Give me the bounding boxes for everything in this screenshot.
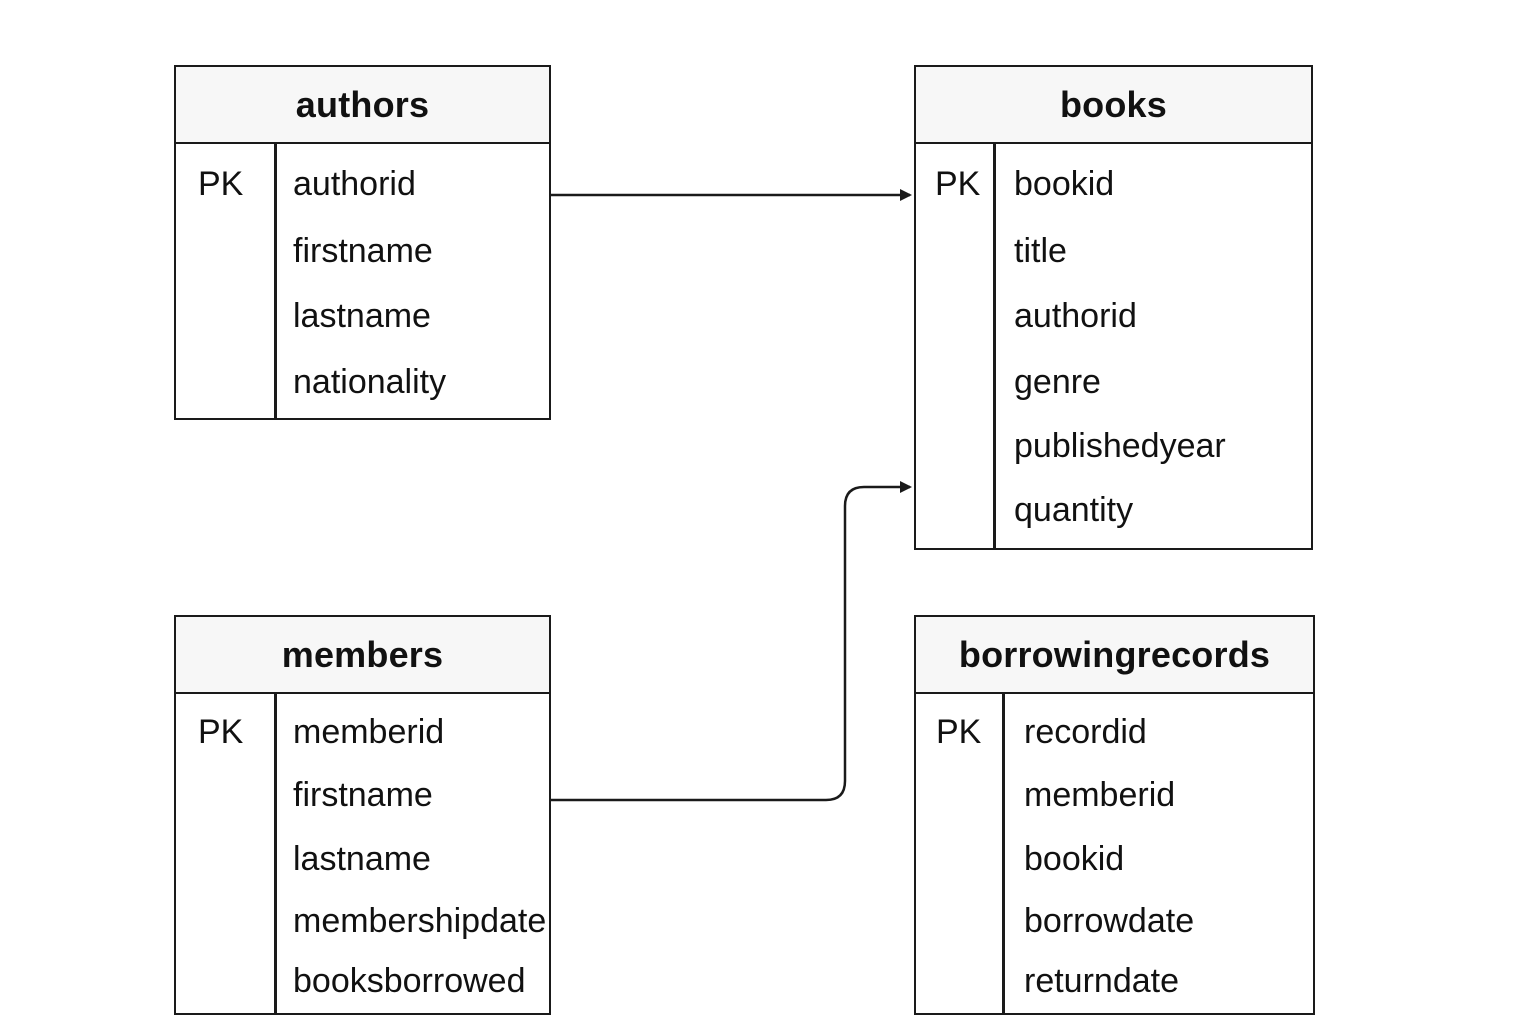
borrowingrecords-field-recordid: recordid — [1024, 713, 1147, 751]
books-field-authorid: authorid — [1014, 297, 1137, 335]
borrowingrecords-table[interactable]: borrowingrecords PK recordid memberid bo… — [914, 615, 1315, 1015]
borrowingrecords-field-borrowdate: borrowdate — [1024, 902, 1195, 940]
books-field-bookid: bookid — [1014, 165, 1115, 203]
members-pk-label: PK — [198, 713, 244, 751]
books-table-title: books — [916, 67, 1311, 144]
books-field-publishedyear: publishedyear — [1014, 427, 1226, 465]
authors-table[interactable]: authors PK authorid firstname lastname n… — [174, 65, 551, 420]
borrowingrecords-table-title: borrowingrecords — [916, 617, 1313, 694]
authors-column-divider — [274, 144, 277, 418]
books-field-title: title — [1014, 232, 1067, 270]
books-field-quantity: quantity — [1014, 491, 1134, 529]
authors-table-title: authors — [176, 67, 549, 144]
borrowingrecords-column-divider — [1002, 694, 1005, 1013]
books-column-divider — [993, 144, 996, 548]
books-field-genre: genre — [1014, 363, 1101, 401]
borrowingrecords-pk-label: PK — [936, 713, 982, 751]
borrowingrecords-field-memberid: memberid — [1024, 776, 1176, 814]
books-pk-label: PK — [935, 165, 981, 203]
members-to-books-connector — [551, 481, 912, 802]
members-field-lastname: lastname — [293, 840, 431, 878]
members-field-firstname: firstname — [293, 776, 433, 814]
borrowingrecords-field-bookid: bookid — [1024, 840, 1125, 878]
members-field-membershipdate: membershipdate — [293, 902, 547, 940]
members-field-memberid: memberid — [293, 713, 445, 751]
authors-field-nationality: nationality — [293, 363, 447, 401]
authors-field-authorid: authorid — [293, 165, 416, 203]
authors-field-firstname: firstname — [293, 232, 433, 270]
members-column-divider — [274, 694, 277, 1013]
authors-pk-label: PK — [198, 165, 244, 203]
members-table[interactable]: members PK memberid firstname lastname m… — [174, 615, 551, 1015]
books-table[interactable]: books PK bookid title authorid genre pub… — [914, 65, 1313, 550]
members-table-title: members — [176, 617, 549, 694]
members-field-booksborrowed: booksborrowed — [293, 962, 526, 1000]
borrowingrecords-field-returndate: returndate — [1024, 962, 1179, 1000]
authors-field-lastname: lastname — [293, 297, 431, 335]
